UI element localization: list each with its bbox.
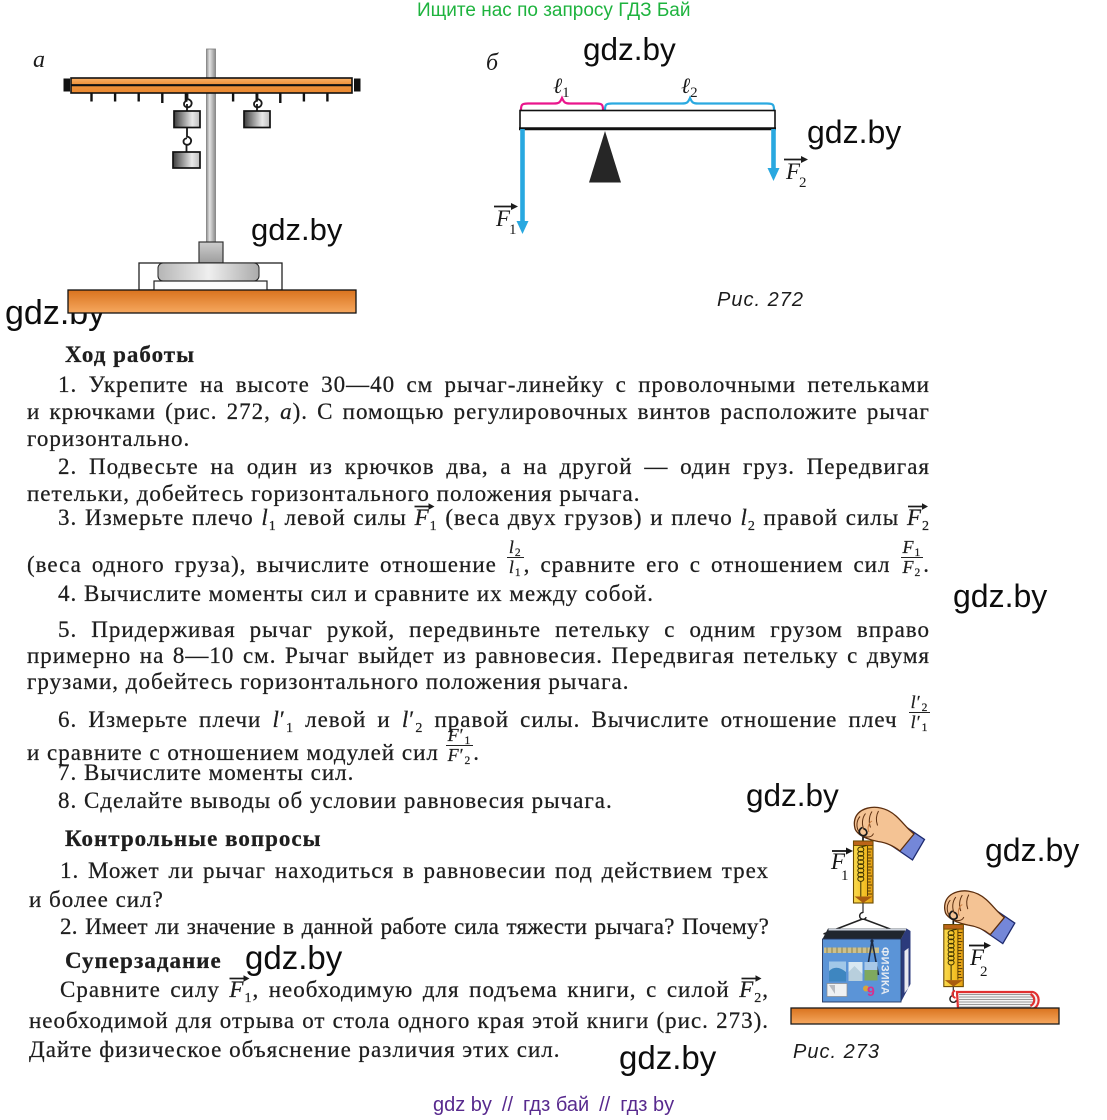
svg-text:ФИЗИКА: ФИЗИКА [879, 947, 891, 995]
svg-text:2: 2 [980, 964, 988, 980]
svg-text:F: F [830, 849, 846, 874]
svg-text:9: 9 [867, 983, 875, 999]
svg-text:F: F [785, 159, 801, 184]
svg-text:F: F [969, 945, 985, 970]
svg-text:1: 1 [841, 868, 849, 884]
svg-text:Рис. 273: Рис. 273 [793, 1041, 880, 1063]
svg-text:а: а [33, 47, 45, 73]
svg-text:1: 1 [509, 222, 517, 238]
svg-text:F: F [495, 206, 511, 231]
svg-text:2: 2 [799, 175, 807, 191]
svg-text:Рис. 272: Рис. 272 [717, 289, 804, 311]
svg-text:б: б [486, 50, 499, 76]
